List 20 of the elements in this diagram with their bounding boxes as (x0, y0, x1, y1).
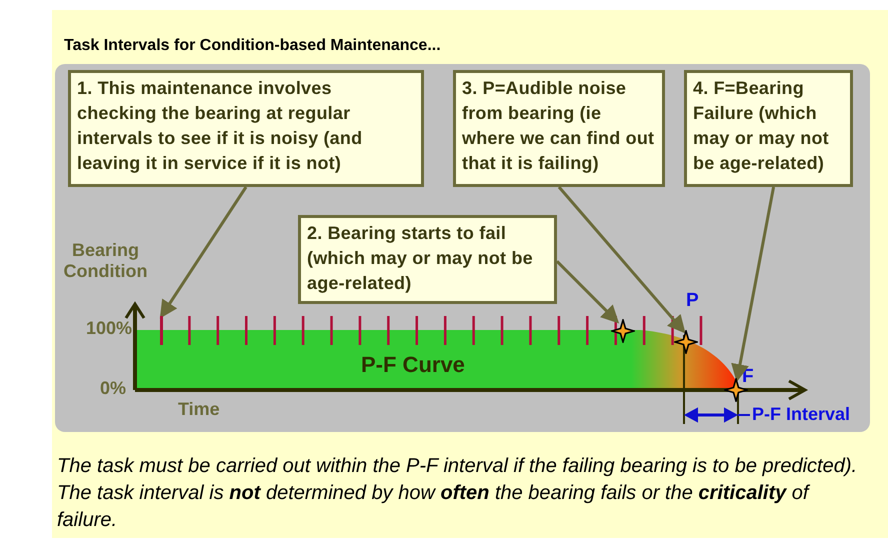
tick-mark (160, 316, 163, 345)
axis-title: Time (178, 399, 220, 420)
leader-arrow (558, 186, 686, 334)
callout-box: 2. Bearing starts to fail (which may or may not be age-related) (298, 215, 557, 304)
leader-arrow (731, 186, 776, 382)
caption-text: The task must be carried out within the P-F interval if the failing bearing is to be predicted). The task interval is not determined by how often the bearing fails or the criticality of failure. (57, 454, 858, 533)
axis-tick-label: 100% (86, 318, 132, 339)
point-label: P (686, 290, 699, 312)
callout-box: 1. This maintenance involves checking the bearing at regular intervals to see if it is noisy (and leaving it in service if it is not) (68, 70, 424, 187)
interval-label: P-F Interval (752, 404, 850, 425)
leader-arrow (160, 186, 248, 318)
diagram-title: Task Intervals for Condition-based Maintenance... (64, 37, 441, 55)
axis-title: Bearing Condition (62, 240, 148, 282)
axis-tick-label: 0% (100, 378, 126, 399)
curve-label: P-F Curve (361, 352, 465, 378)
star-icon (674, 330, 698, 354)
star-icon (611, 319, 635, 343)
callout-box: 4. F=Bearing Failure (which may or may not be age-related) (684, 70, 853, 187)
leader-arrow (556, 260, 620, 324)
callout-box: 3. P=Audible noise from bearing (ie where we can find out that it is failing) (453, 70, 665, 187)
